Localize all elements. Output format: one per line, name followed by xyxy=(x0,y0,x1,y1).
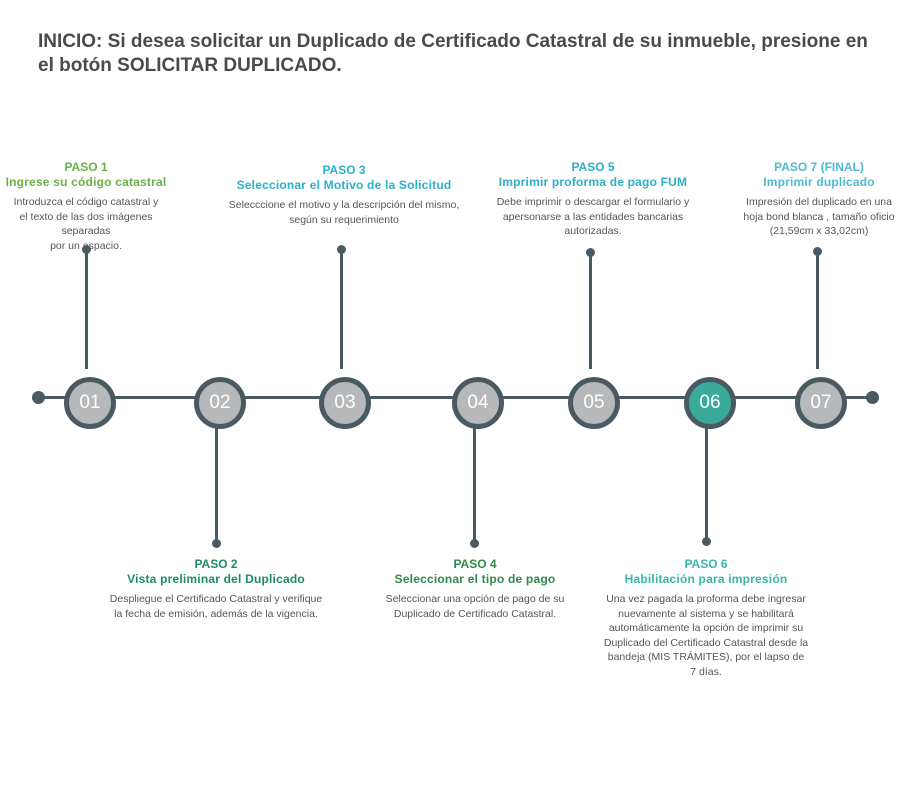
stem-4 xyxy=(473,427,476,542)
step-node-05[interactable]: 05 xyxy=(568,377,620,429)
step-2-description: Despliegue el Certificado Catastral y ve… xyxy=(109,593,323,620)
step-7: PASO 7 (FINAL) Imprimir duplicado Impres… xyxy=(734,160,900,239)
step-6-number: PASO 6 xyxy=(684,557,728,571)
stem-5 xyxy=(589,254,592,369)
step-3: PASO 3 Seleccionar el Motivo de la Solic… xyxy=(226,163,462,227)
step-node-03[interactable]: 03 xyxy=(319,377,371,429)
step-node-06[interactable]: 06 xyxy=(684,377,736,429)
step-5: PASO 5 Imprimir proforma de pago FUM Deb… xyxy=(484,160,702,239)
step-6: PASO 6 Habilitación para impresión Una v… xyxy=(596,557,816,679)
stem-3 xyxy=(340,251,343,369)
step-node-07[interactable]: 07 xyxy=(795,377,847,429)
step-4: PASO 4 Seleccionar el tipo de pago Selec… xyxy=(370,557,580,621)
stem-1 xyxy=(85,251,88,369)
step-6-title: Habilitación para impresión xyxy=(624,572,788,586)
step-5-number: PASO 5 xyxy=(571,160,615,174)
step-1-title: Ingrese su código catastral xyxy=(5,175,167,189)
step-6-description: Una vez pagada la proforma debe ingresar… xyxy=(603,593,809,678)
step-3-description: Selecccione el motivo y la descripción d… xyxy=(228,199,460,226)
stem-dot-7 xyxy=(813,247,822,256)
stem-7 xyxy=(816,253,819,369)
step-7-title: Imprimir duplicado xyxy=(763,175,875,189)
step-node-04[interactable]: 04 xyxy=(452,377,504,429)
step-node-02[interactable]: 02 xyxy=(194,377,246,429)
step-1: PASO 1 Ingrese su código catastral Intro… xyxy=(0,160,172,253)
timeline-start-dot xyxy=(32,391,45,404)
step-4-description: Seleccionar una opción de pago de su Dup… xyxy=(385,593,565,620)
stem-dot-4 xyxy=(470,539,479,548)
timeline-end-dot xyxy=(866,391,879,404)
stem-dot-5 xyxy=(586,248,595,257)
step-2-number: PASO 2 xyxy=(194,557,238,571)
step-2: PASO 2 Vista preliminar del Duplicado De… xyxy=(100,557,332,621)
step-4-title: Seleccionar el tipo de pago xyxy=(394,572,556,586)
step-5-title: Imprimir proforma de pago FUM xyxy=(498,175,688,189)
step-3-number: PASO 3 xyxy=(322,163,366,177)
stem-dot-1 xyxy=(82,245,91,254)
intro-text: INICIO: Si desea solicitar un Duplicado … xyxy=(38,31,868,76)
stem-dot-6 xyxy=(702,537,711,546)
step-5-description: Debe imprimir o descargar el formulario … xyxy=(496,196,690,237)
step-7-description: Impresión del duplicado en una hoja bond… xyxy=(743,196,895,237)
step-3-title: Seleccionar el Motivo de la Solicitud xyxy=(236,178,452,192)
step-2-title: Vista preliminar del Duplicado xyxy=(127,572,305,586)
stem-6 xyxy=(705,427,708,540)
step-node-01[interactable]: 01 xyxy=(64,377,116,429)
stem-dot-2 xyxy=(212,539,221,548)
step-1-number: PASO 1 xyxy=(64,160,108,174)
stem-2 xyxy=(215,427,218,542)
stem-dot-3 xyxy=(337,245,346,254)
step-4-number: PASO 4 xyxy=(453,557,497,571)
step-7-number: PASO 7 (FINAL) xyxy=(774,160,864,174)
step-1-description: Introduzca el código catastral y el text… xyxy=(13,196,159,252)
